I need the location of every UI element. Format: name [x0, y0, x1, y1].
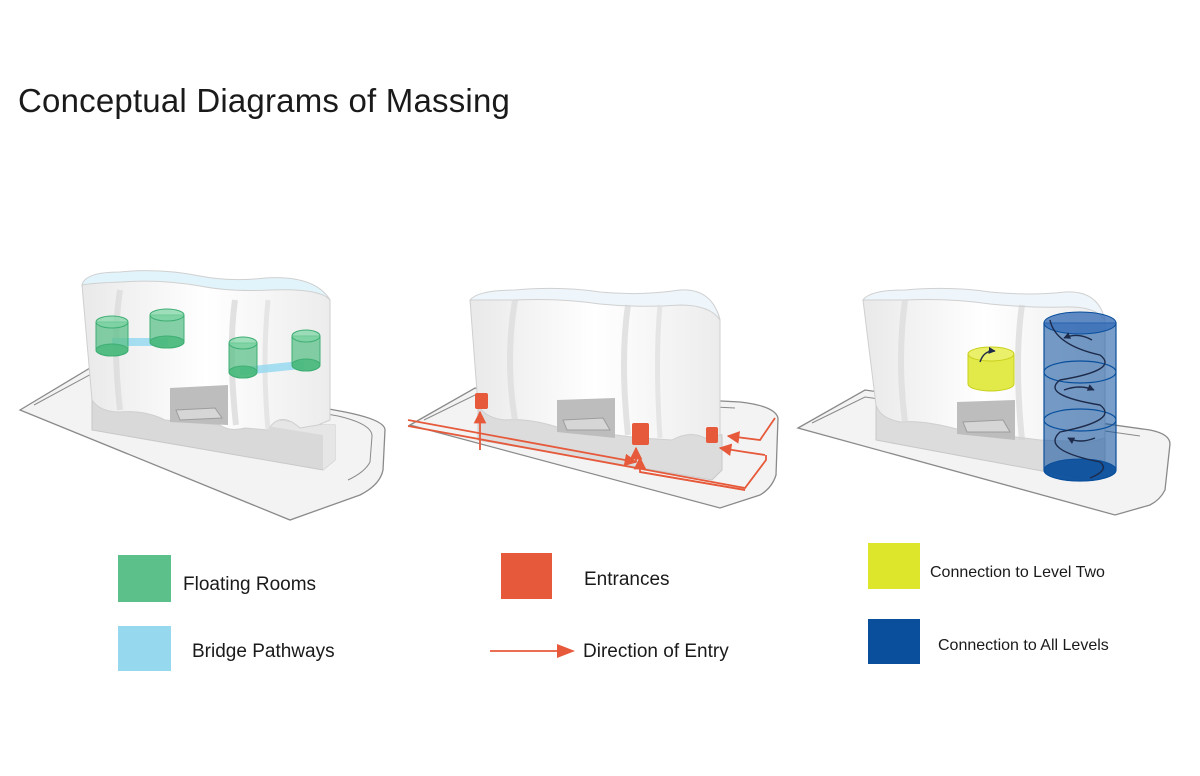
entrances-label: Entrances	[584, 569, 670, 590]
bridge-pathways-label: Bridge Pathways	[192, 641, 335, 662]
entrance-marker	[632, 423, 649, 445]
floating-room	[95, 315, 129, 357]
floating-room	[149, 308, 185, 349]
floating-room	[291, 329, 321, 372]
connection-all-levels-swatch	[868, 619, 920, 664]
direction-of-entry-legend-arrow	[490, 644, 575, 658]
direction-of-entry-paths	[407, 410, 776, 491]
direction-of-entry-label: Direction of Entry	[583, 641, 729, 662]
entrance-marker	[475, 393, 488, 409]
bridge-pathway	[112, 338, 168, 346]
connection-level-two-volume	[967, 346, 1015, 392]
connection-all-levels-volume	[1043, 311, 1117, 482]
entrance-marker	[706, 427, 718, 443]
diagram-entrances	[407, 287, 779, 509]
floating-rooms-label: Floating Rooms	[183, 574, 317, 595]
diagram-floating-rooms	[18, 270, 386, 521]
floating-room	[228, 336, 258, 379]
bridge-pathways-swatch	[118, 626, 171, 671]
connection-all-levels-label: Connection to All Levels	[938, 637, 1109, 654]
entrances-swatch	[501, 553, 552, 599]
connection-level-two-label: Connection to Level Two	[930, 564, 1105, 581]
connection-level-two-swatch	[868, 543, 920, 589]
page-title: Conceptual Diagrams of Massing	[18, 82, 511, 119]
diagram-vertical-connections	[796, 287, 1171, 516]
floating-rooms-swatch	[118, 555, 171, 602]
